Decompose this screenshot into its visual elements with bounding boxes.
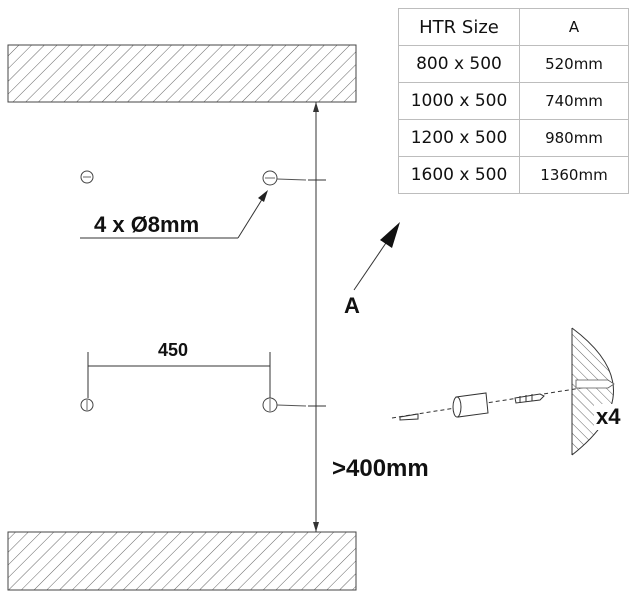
ref-arrow-shaft	[353, 239, 389, 291]
header-htr-size: HTR Size	[398, 8, 520, 46]
screw-tip	[399, 413, 419, 421]
hole-callout-label: 4 x Ø8mm	[94, 212, 200, 237]
spacing-label: 450	[158, 340, 189, 360]
table-row: 1000 x 500 740mm	[398, 82, 629, 120]
cell-size: 800 x 500	[398, 45, 520, 83]
cell-size: 1000 x 500	[398, 82, 520, 120]
hole-leader-top	[276, 178, 307, 181]
cell-a: 740mm	[519, 82, 629, 120]
mounting-holes	[80, 170, 278, 413]
top-hatched-block	[7, 44, 357, 103]
hole-top-left	[80, 170, 94, 184]
heater-size-table: HTR Size A 800 x 500 520mm 1000 x 500 74…	[398, 8, 629, 194]
cell-size: 1200 x 500	[398, 119, 520, 157]
clearance-arrow-bottom	[313, 522, 319, 532]
quantity-label: x4	[594, 404, 623, 430]
table-row: 1200 x 500 980mm	[398, 119, 629, 157]
wall-section	[571, 327, 614, 456]
cell-a: 980mm	[519, 119, 629, 157]
wall-plug-detail	[391, 327, 615, 456]
ref-label-a: A	[344, 293, 360, 318]
hole-bottom-left	[80, 398, 94, 412]
drill-hole	[575, 379, 615, 389]
table-row: 800 x 500 520mm	[398, 45, 629, 83]
table-header-row: HTR Size A	[398, 8, 629, 46]
hole-callout-arrowhead	[258, 190, 268, 202]
bottom-hatched-block	[7, 531, 357, 591]
clearance-arrow-top	[313, 102, 319, 112]
ref-arrowhead	[380, 222, 400, 248]
screw	[514, 393, 545, 404]
header-a: A	[519, 8, 629, 46]
table-row: 1600 x 500 1360mm	[398, 156, 629, 194]
cell-a: 1360mm	[519, 156, 629, 194]
hole-top-right	[262, 170, 278, 186]
clearance-label: >400mm	[332, 455, 429, 482]
hole-callout-leader	[237, 192, 267, 239]
cell-a: 520mm	[519, 45, 629, 83]
hole-leader-bottom	[276, 404, 307, 407]
cell-size: 1600 x 500	[398, 156, 520, 194]
